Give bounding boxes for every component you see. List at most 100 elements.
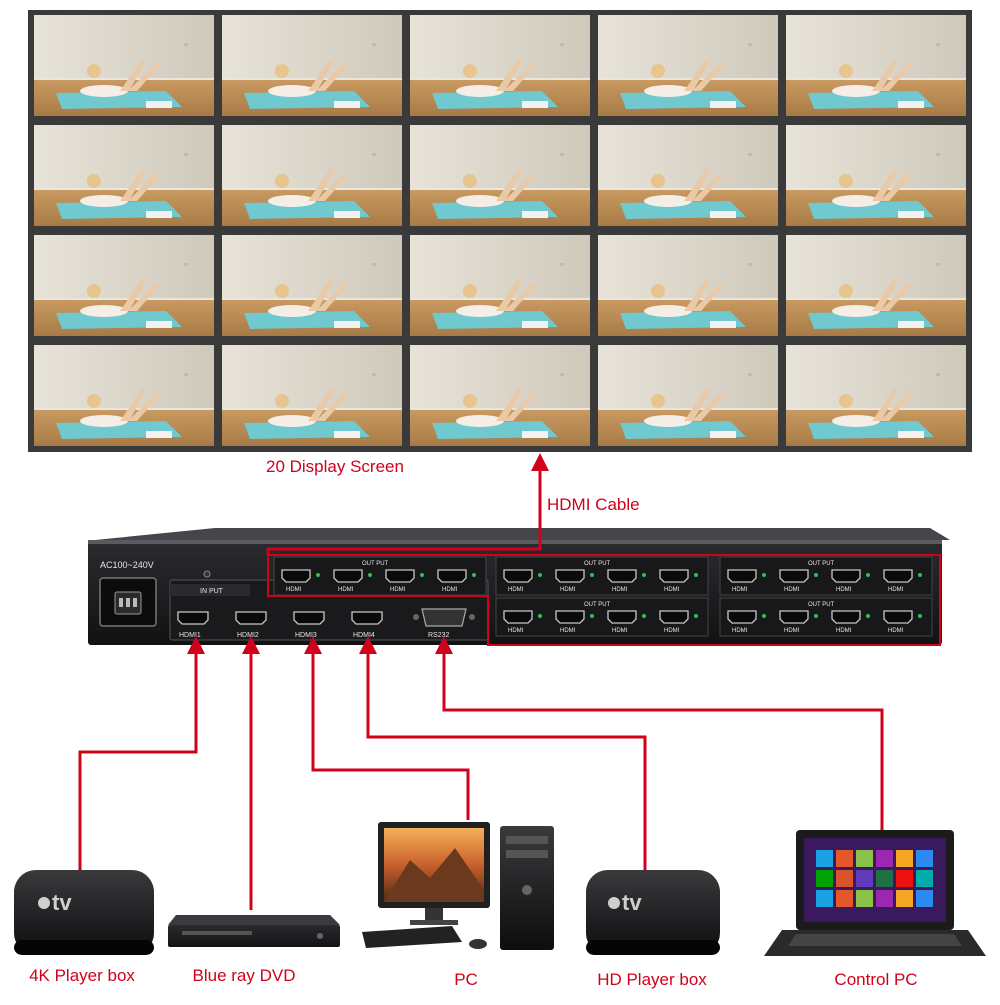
svg-text:tv: tv [622,890,642,915]
hdmi-port-icon [727,610,757,624]
hdmi-port-icon [659,569,689,583]
status-led-icon [694,614,698,618]
display-screen [597,14,779,117]
input-port-label: HDMI4 [353,632,375,639]
metro-tile [836,890,853,907]
metro-tile [916,850,933,867]
metro-tile [896,870,913,887]
output-ports: OUT PUT HDMI HDMI HDMI HDMI OUT PUT HDMI HDMI HD… [273,556,933,637]
hdmi-port-icon [607,569,637,583]
output-group-label: OUT PUT [362,561,389,567]
metro-tile [816,890,833,907]
device-label-hd-player: HD Player box [597,970,707,989]
output-port-label: HDMI [836,587,852,593]
video-wall [28,10,972,452]
output-port-label: HDMI [338,587,354,593]
display-screen [785,344,967,447]
metro-tile [856,870,873,887]
display-screen [409,14,591,117]
display-screen [597,344,779,447]
display-screen [221,14,403,117]
hdmi-port-icon [779,569,809,583]
output-port-label: HDMI [508,628,524,634]
output-port-label: HDMI [732,628,748,634]
hdmi-port-icon [235,611,267,625]
output-group-label: OUT PUT [584,561,611,567]
hdmi-port-icon [659,610,689,624]
status-led-icon [814,614,818,618]
status-led-icon [762,573,766,577]
hdmi-port-icon [503,610,533,624]
video-wall-label: 20 Display Screen [266,457,404,476]
metro-tile [816,870,833,887]
status-led-icon [694,573,698,577]
power-label: AC100~240V [100,560,154,570]
output-port-label: HDMI [286,587,302,593]
hdmi-port-icon [293,611,325,625]
display-screen [33,234,215,337]
status-led-icon [642,614,646,618]
metro-tile [916,890,933,907]
hdmi-port-icon [883,569,913,583]
output-port-label: HDMI [508,587,524,593]
output-port-label: HDMI [560,587,576,593]
device-label-4k-player: 4K Player box [29,966,135,985]
apple-tv-icon: tv [14,870,154,955]
display-screen [221,124,403,227]
hdmi-port-icon [779,610,809,624]
display-screen [409,124,591,227]
output-port-label: HDMI [664,587,680,593]
desktop-pc-icon [362,822,554,950]
status-led-icon [472,573,476,577]
input-port-label: HDMI3 [295,632,317,639]
status-led-icon [866,614,870,618]
output-port-label: HDMI [732,587,748,593]
status-led-icon [918,573,922,577]
output-port-label: HDMI [560,628,576,634]
status-led-icon [538,614,542,618]
output-port-label: HDMI [442,587,458,593]
laptop-icon [764,830,986,956]
hdmi-port-icon [351,611,383,625]
rs232-port-icon [413,608,475,627]
status-led-icon [590,614,594,618]
input-port-label: HDMI1 [179,632,201,639]
status-led-icon [918,614,922,618]
output-group: OUT PUT HDMI HDMI HDMI HDMI [273,556,487,596]
hdmi-port-icon [831,569,861,583]
hdmi-port-icon [607,610,637,624]
metro-tile [836,850,853,867]
output-group-label: OUT PUT [808,561,835,567]
display-screen [597,234,779,337]
display-screen [33,14,215,117]
cable-lines [78,453,941,910]
apple-tv-icon: tv [586,870,720,955]
display-screen [785,124,967,227]
output-port-label: HDMI [784,628,800,634]
display-screen [221,234,403,337]
status-led-icon [420,573,424,577]
output-port-label: HDMI [390,587,406,593]
cable-label: HDMI Cable [547,495,640,514]
device-label-control-pc: Control PC [834,970,918,989]
output-port-label: HDMI [888,628,904,634]
metro-tile [896,890,913,907]
display-screen [409,234,591,337]
display-screen [221,344,403,447]
status-led-icon [814,573,818,577]
bluray-player-icon [168,915,340,947]
metro-tile [876,870,893,887]
hdmi-port-icon [883,610,913,624]
output-group-label: OUT PUT [808,602,835,608]
hdmi-port-icon [555,569,585,583]
status-led-icon [762,614,766,618]
hdmi-port-icon [333,569,363,583]
input-group-label: IN PUT [200,588,224,595]
metro-tile [876,890,893,907]
metro-tile [876,850,893,867]
status-led-icon [590,573,594,577]
